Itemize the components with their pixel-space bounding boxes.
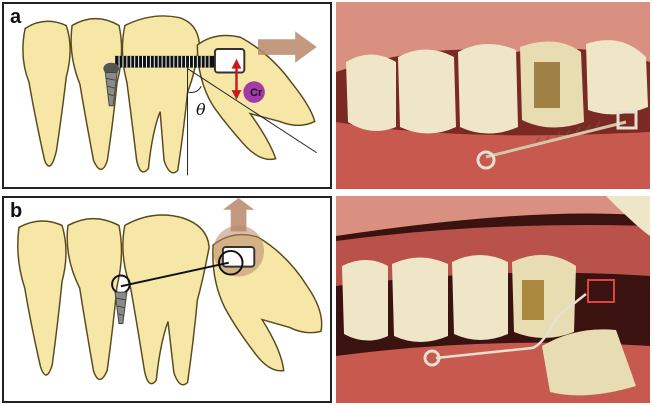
panel-a-label: a (10, 6, 21, 29)
tooth-premolar-2 (67, 219, 121, 380)
clinical-photo-b (336, 196, 650, 403)
angle-theta-label: θ (196, 100, 206, 119)
molar-tube (215, 49, 244, 72)
panel-a-photo (336, 2, 650, 189)
panel-b-label: b (10, 200, 22, 223)
molar-uprighting-diagram-a (4, 4, 330, 187)
tooth-premolar-1 (18, 221, 66, 375)
cr-label: Cr (250, 87, 262, 99)
panel-b-photo (336, 196, 650, 403)
tooth-molar-1 (123, 215, 209, 385)
upward-force-arrow (223, 198, 254, 231)
tooth-premolar-1 (23, 21, 70, 166)
panel-a-diagram: a Cr θ (2, 2, 332, 189)
clinical-photo-a (336, 2, 650, 189)
panel-b-diagram: b (2, 196, 332, 403)
molar-uprighting-diagram-b (4, 198, 330, 401)
